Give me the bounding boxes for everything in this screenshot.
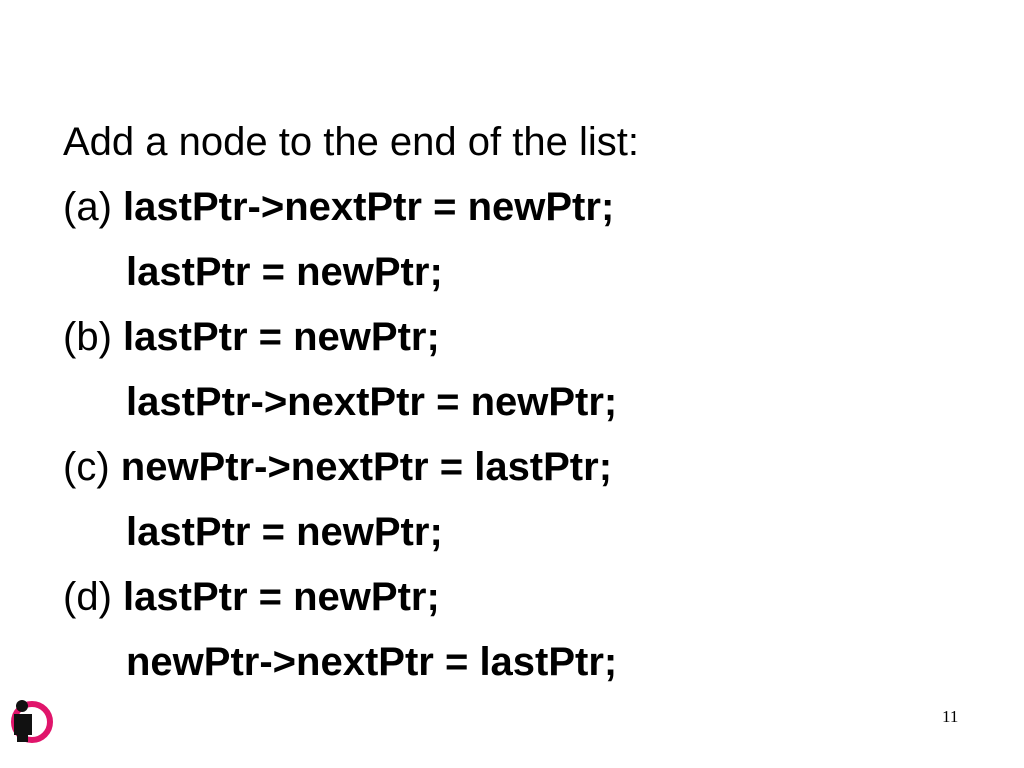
option-a-line-1: (a) lastPtr->nextPtr = newPtr; [63, 175, 963, 240]
option-b-line-2: lastPtr->nextPtr = newPtr; [63, 370, 963, 435]
option-a-label: (a) [63, 185, 112, 229]
option-d-line-1: (d) lastPtr = newPtr; [63, 565, 963, 630]
option-c-code-2: lastPtr = newPtr; [126, 510, 443, 554]
option-a-code-1: lastPtr->nextPtr = newPtr; [123, 185, 615, 229]
option-b-label: (b) [63, 315, 112, 359]
option-c-line-2: lastPtr = newPtr; [63, 500, 963, 565]
option-a-line-2: lastPtr = newPtr; [63, 240, 963, 305]
option-d-code-2: newPtr->nextPtr = lastPtr; [126, 640, 618, 684]
option-c-code-1: newPtr->nextPtr = lastPtr; [120, 445, 613, 489]
option-c-line-1: (c) newPtr->nextPtr = lastPtr; [63, 435, 963, 500]
slide-content: Add a node to the end of the list: (a) l… [63, 110, 963, 695]
option-d-code-1: lastPtr = newPtr; [123, 575, 440, 619]
question-text: Add a node to the end of the list: [63, 120, 639, 164]
option-c-label: (c) [63, 445, 110, 489]
page-number: 11 [942, 707, 959, 726]
option-b-code-1: lastPtr = newPtr; [123, 315, 440, 359]
option-b-line-1: (b) lastPtr = newPtr; [63, 305, 963, 370]
option-b-code-2: lastPtr->nextPtr = newPtr; [126, 380, 618, 424]
person-info-icon [8, 697, 54, 743]
option-d-line-2: newPtr->nextPtr = lastPtr; [63, 630, 963, 695]
option-a-code-2: lastPtr = newPtr; [126, 250, 443, 294]
option-d-label: (d) [63, 575, 112, 619]
